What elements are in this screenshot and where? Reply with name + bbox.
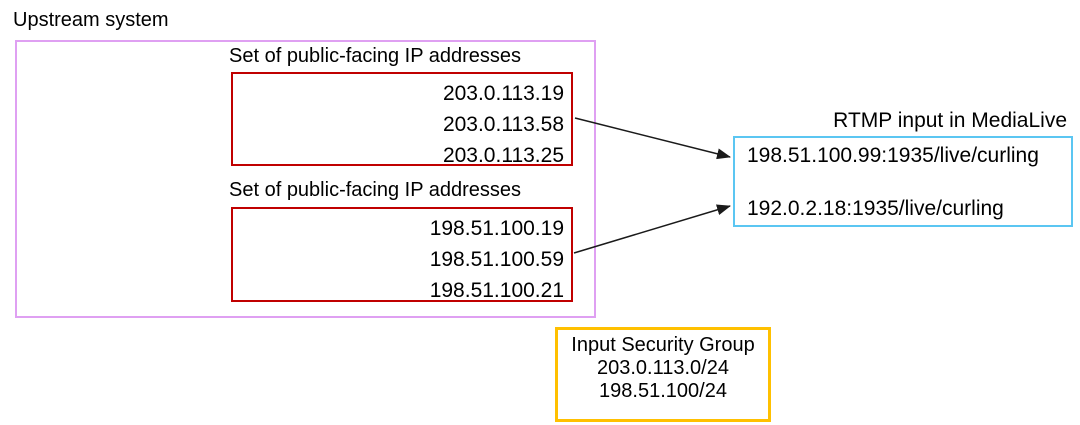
ip-address: 203.0.113.19 bbox=[442, 82, 564, 105]
ip-set-2-box: 198.51.100.19 198.51.100.59 198.51.100.2… bbox=[231, 207, 573, 302]
input-security-group-title: Input Security Group bbox=[571, 334, 755, 356]
ip-set-1-box: 203.0.113.19 203.0.113.58 203.0.113.25 bbox=[231, 72, 573, 167]
rtmp-input-box: 198.51.100.99:1935/live/curling 192.0.2.… bbox=[733, 136, 1073, 227]
ip-address: 198.51.100.19 bbox=[429, 217, 564, 240]
security-group-cidr: 198.51.100/24 bbox=[599, 380, 727, 402]
ip-address: 203.0.113.25 bbox=[442, 144, 564, 167]
ip-set-2-label: Set of public-facing IP addresses bbox=[229, 179, 522, 201]
rtmp-endpoint: 198.51.100.99:1935/live/curling bbox=[747, 144, 1039, 167]
upstream-system-title: Upstream system bbox=[13, 9, 169, 31]
arrow-ipset2-to-rtmp bbox=[573, 204, 731, 254]
ip-address: 198.51.100.59 bbox=[429, 248, 564, 271]
ip-set-1-label: Set of public-facing IP addresses bbox=[229, 45, 522, 67]
ip-address: 198.51.100.21 bbox=[429, 279, 564, 302]
security-group-cidr: 203.0.113.0/24 bbox=[597, 357, 729, 379]
rtmp-endpoint: 192.0.2.18:1935/live/curling bbox=[747, 197, 1004, 220]
ip-address: 203.0.113.58 bbox=[442, 113, 564, 136]
upstream-system-box bbox=[15, 40, 596, 318]
input-security-group-box: Input Security Group 203.0.113.0/24 198.… bbox=[555, 327, 771, 422]
rtmp-input-label: RTMP input in MediaLive bbox=[833, 109, 1067, 132]
arrow-ipset1-to-rtmp bbox=[574, 117, 731, 160]
